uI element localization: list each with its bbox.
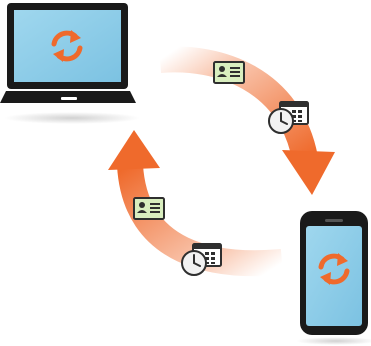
smartphone [296,211,371,345]
contact-card-icon [213,61,245,84]
sync-arrow-to-laptop [108,130,284,277]
sync-icon [318,253,350,285]
phone-screen [306,226,362,326]
laptop [0,3,140,124]
laptop-shadow [4,112,140,124]
phone-shadow [296,337,371,345]
laptop-screen [14,10,121,82]
arrow-body [117,163,284,277]
sync-arrow-to-phone [158,46,335,195]
contact-card-icon [133,197,165,220]
calendar-clock-icon [268,101,309,134]
arrow-head [108,130,160,170]
arrow-body [158,46,318,161]
arrow-head [282,150,335,195]
sync-icon [51,30,83,62]
calendar-clock-icon [181,243,222,276]
phone-speaker [325,219,343,222]
laptop-trackpad-notch [61,97,77,100]
